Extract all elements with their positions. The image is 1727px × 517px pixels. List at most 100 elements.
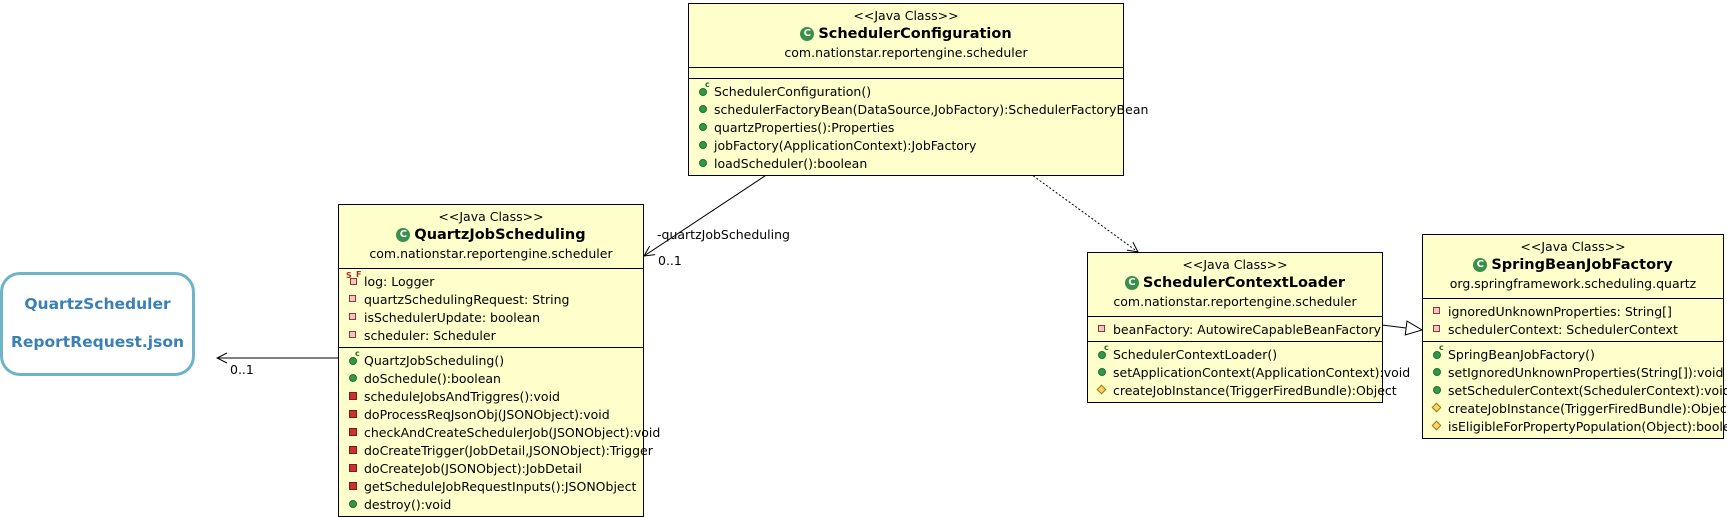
privm-visibility-icon — [346, 461, 362, 475]
attribute-row[interactable]: ignoredUnknownProperties: String[] — [1430, 302, 1723, 320]
stereotype: <<Java Class>> — [853, 8, 959, 23]
method-compartment: SchedulerContextLoader()setApplicationCo… — [1088, 342, 1410, 402]
association-edge — [644, 161, 787, 256]
method-text: doProcessReqJsonObj(JSONObject):void — [364, 406, 610, 422]
method-row[interactable]: createJobInstance(TriggerFiredBundle):Ob… — [1430, 399, 1727, 417]
attribute-text: log: Logger — [364, 273, 435, 289]
method-text: destroy():void — [364, 496, 452, 512]
priv-visibility-icon — [346, 310, 362, 324]
class-icon: C — [1473, 258, 1488, 272]
json-file-note: QuartzScheduler ReportRequest.json — [0, 272, 195, 376]
priv-visibility-icon — [1095, 322, 1111, 336]
attribute-compartment — [689, 68, 1123, 79]
attribute-text: beanFactory: AutowireCapableBeanFactory — [1113, 321, 1382, 337]
pub-visibility-icon — [696, 138, 712, 152]
attribute-row[interactable]: quartzSchedulingRequest: String — [346, 290, 643, 308]
method-text: schedulerFactoryBean(DataSource,JobFacto… — [714, 101, 1149, 117]
method-row[interactable]: setIgnoredUnknownProperties(String[]):vo… — [1430, 363, 1723, 381]
method-text: setSchedulerContext(SchedulerContext):vo… — [1448, 382, 1727, 398]
ctor-visibility-icon — [696, 80, 712, 98]
method-row[interactable]: SpringBeanJobFactory() — [1430, 343, 1723, 363]
method-row[interactable]: doCreateTrigger(JobDetail,JSONObject):Tr… — [346, 441, 653, 459]
attribute-text: ignoredUnknownProperties: String[] — [1448, 303, 1672, 319]
sf-visibility-icon: F — [346, 270, 362, 288]
method-text: quartzProperties():Properties — [714, 119, 895, 135]
attribute-text: scheduler: Scheduler — [364, 327, 496, 343]
method-text: checkAndCreateSchedulerJob(JSONObject):v… — [364, 424, 661, 440]
package-name: com.nationstar.reportengine.scheduler — [369, 246, 613, 261]
method-row[interactable]: createJobInstance(TriggerFiredBundle):Ob… — [1095, 381, 1397, 399]
class-icon: C — [396, 228, 411, 242]
pub-visibility-icon — [346, 497, 362, 511]
method-row[interactable]: destroy():void — [346, 495, 643, 513]
stereotype: <<Java Class>> — [1182, 257, 1288, 272]
method-row[interactable]: getScheduleJobRequestInputs():JSONObject — [346, 477, 643, 495]
class-name-text: QuartzJobScheduling — [414, 227, 586, 243]
method-text: isEligibleForPropertyPopulation(Object):… — [1448, 418, 1727, 434]
method-text: loadScheduler():boolean — [714, 155, 868, 171]
attribute-text: schedulerContext: SchedulerContext — [1448, 321, 1678, 337]
association-role-label: -quartzJobScheduling — [657, 227, 790, 242]
method-row[interactable]: checkAndCreateSchedulerJob(JSONObject):v… — [346, 423, 660, 441]
method-row[interactable]: loadScheduler():boolean — [696, 154, 1123, 172]
method-row[interactable]: doProcessReqJsonObj(JSONObject):void — [346, 405, 643, 423]
generalization-edge — [1381, 325, 1422, 330]
attribute-compartment: beanFactory: AutowireCapableBeanFactory — [1088, 317, 1382, 342]
privm-visibility-icon — [346, 407, 362, 421]
attribute-row[interactable]: scheduler: Scheduler — [346, 326, 643, 344]
method-row[interactable]: SchedulerConfiguration() — [696, 80, 1123, 100]
method-text: doSchedule():boolean — [364, 370, 501, 386]
pub-visibility-icon — [696, 120, 712, 134]
priv-visibility-icon — [1430, 304, 1446, 318]
method-row[interactable]: doSchedule():boolean — [346, 369, 643, 387]
method-row[interactable]: setSchedulerContext(SchedulerContext):vo… — [1430, 381, 1727, 399]
method-row[interactable]: setApplicationContext(ApplicationContext… — [1095, 363, 1410, 381]
privm-visibility-icon — [346, 389, 362, 403]
class-icon: C — [1124, 276, 1139, 290]
association-multiplicity-label: 0..1 — [658, 253, 682, 268]
priv-visibility-icon — [1430, 322, 1446, 336]
package-name: com.nationstar.reportengine.scheduler — [1113, 294, 1357, 309]
method-row[interactable]: QuartzJobScheduling() — [346, 349, 643, 369]
method-compartment: QuartzJobScheduling() doSchedule():boolea… — [339, 348, 660, 516]
package-name: org.springframework.scheduling.quartz — [1449, 276, 1697, 291]
package-name: com.nationstar.reportengine.scheduler — [784, 45, 1028, 60]
attribute-row[interactable]: beanFactory: AutowireCapableBeanFactory — [1095, 320, 1382, 338]
attribute-row[interactable]: schedulerContext: SchedulerContext — [1430, 320, 1723, 338]
method-text: SpringBeanJobFactory() — [1448, 346, 1595, 362]
method-text: scheduleJobsAndTriggres():void — [364, 388, 560, 404]
class-name-text: SchedulerContextLoader — [1142, 275, 1346, 291]
method-row[interactable]: isEligibleForPropertyPopulation(Object):… — [1430, 417, 1727, 435]
method-text: createJobInstance(TriggerFiredBundle):Ob… — [1113, 382, 1397, 398]
method-row[interactable]: SchedulerContextLoader() — [1095, 343, 1382, 363]
note-multiplicity-label: 0..1 — [230, 362, 254, 377]
privm-visibility-icon — [346, 425, 362, 439]
pub-visibility-icon — [696, 102, 712, 116]
attribute-compartment: ignoredUnknownProperties: String[] schedu… — [1423, 299, 1723, 342]
method-row[interactable]: schedulerFactoryBean(DataSource,JobFacto… — [696, 100, 1148, 118]
attribute-row[interactable]: isSchedulerUpdate: boolean — [346, 308, 643, 326]
method-text: doCreateTrigger(JobDetail,JSONObject):Tr… — [364, 442, 653, 458]
method-row[interactable]: scheduleJobsAndTriggres():void — [346, 387, 643, 405]
method-row[interactable]: quartzProperties():Properties — [696, 118, 1123, 136]
method-row[interactable]: jobFactory(ApplicationContext):JobFactor… — [696, 136, 1123, 154]
prot-visibility-icon — [1430, 401, 1446, 415]
method-compartment: SchedulerConfiguration()schedulerFactory… — [689, 79, 1148, 175]
method-text: SchedulerContextLoader() — [1113, 346, 1278, 362]
method-text: QuartzJobScheduling() — [364, 352, 505, 368]
pub-visibility-icon — [346, 371, 362, 385]
method-row[interactable]: doCreateJob(JSONObject):JobDetail — [346, 459, 643, 477]
pub-visibility-icon — [696, 156, 712, 170]
ctor-visibility-icon — [1095, 343, 1111, 361]
